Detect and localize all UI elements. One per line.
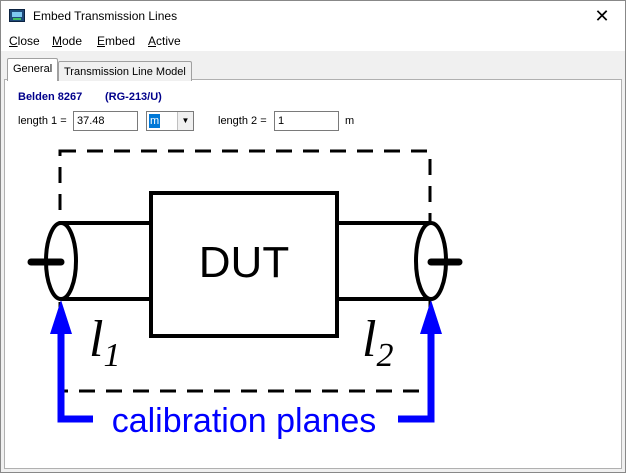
- tab-general[interactable]: General: [7, 58, 59, 81]
- menu-bar: Close Mode Embed Active: [1, 31, 625, 51]
- menu-mode[interactable]: Mode: [52, 34, 83, 48]
- left-arrow-head: [50, 300, 72, 334]
- length1-label: length 1 =: [18, 115, 67, 127]
- length1-unit-value: m: [149, 114, 161, 128]
- close-icon[interactable]: ✕: [594, 6, 610, 26]
- cable-name: Belden 8267: [18, 91, 83, 103]
- chevron-down-icon[interactable]: ▼: [177, 112, 193, 130]
- l2-label: l2: [362, 311, 393, 374]
- length2-unit: m: [345, 115, 355, 127]
- dut-label: DUT: [199, 238, 289, 287]
- l1-label: l1: [89, 311, 120, 374]
- length1-unit-select[interactable]: m ▼: [146, 111, 194, 131]
- window-title: Embed Transmission Lines: [33, 9, 178, 23]
- menu-close[interactable]: Close: [9, 34, 40, 48]
- tab-transmission-line-model[interactable]: Transmission Line Model: [58, 61, 192, 81]
- right-arrow-head: [420, 300, 442, 334]
- length2-input[interactable]: 1: [274, 111, 339, 131]
- app-icon: [9, 9, 25, 22]
- right-arrow-line: [398, 326, 435, 423]
- title-bar: Embed Transmission Lines ✕: [1, 1, 625, 31]
- menu-embed[interactable]: Embed: [97, 34, 136, 48]
- length1-input[interactable]: 37.48: [73, 111, 138, 131]
- menu-active[interactable]: Active: [148, 34, 181, 48]
- calibration-planes-label: calibration planes: [112, 402, 377, 440]
- dut-box: [149, 191, 339, 338]
- cable-type: (RG-213/U): [105, 91, 162, 103]
- length2-label: length 2 =: [218, 115, 267, 127]
- left-arrow-line: [57, 326, 93, 423]
